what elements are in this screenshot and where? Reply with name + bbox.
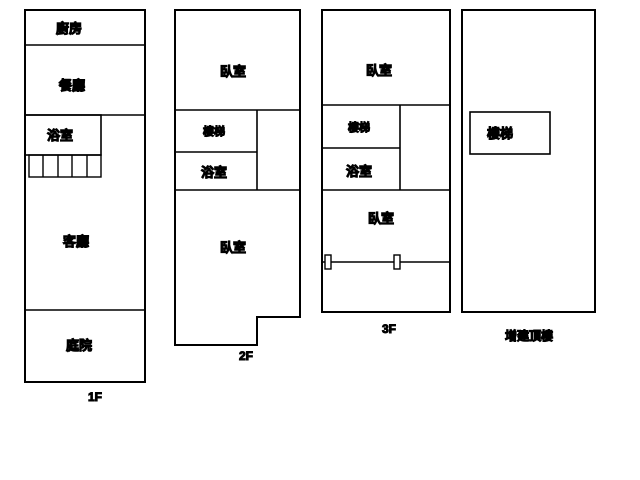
floor-label-2f: 2F	[239, 349, 253, 363]
balcony-post-right	[393, 254, 401, 270]
room-label-dining: 餐廳	[58, 78, 85, 93]
room-label-bedroom-bottom-2f: 臥室	[220, 240, 246, 255]
floor-2-plan: 臥室 樓梯 浴室 臥室 2F	[174, 9, 301, 364]
floor-label-rooftop: 增建頂樓	[505, 328, 553, 343]
floor-label-3f: 3F	[382, 322, 396, 336]
balcony-post-left	[324, 254, 332, 270]
room-label-yard: 庭院	[66, 338, 92, 353]
floor-1-stairs-outline	[28, 154, 102, 178]
room-label-stairs-2f: 樓梯	[203, 124, 225, 138]
floor-1-plan: 廚房 餐廳 浴室 客廳 庭院 1F	[24, 9, 146, 405]
floor-3-outline	[321, 9, 451, 313]
room-label-kitchen: 廚房	[56, 21, 82, 36]
rooftop-plan: 樓梯 增建頂樓	[461, 9, 596, 344]
room-label-bath-2f: 浴室	[201, 165, 227, 180]
floor-3-plan: 臥室 樓梯 浴室 臥室 3F	[321, 9, 451, 337]
room-label-bedroom-top-2f: 臥室	[220, 64, 246, 79]
room-label-bedroom-top-3f: 臥室	[366, 63, 392, 78]
room-label-bedroom-mid-3f: 臥室	[368, 211, 394, 226]
room-label-stairs-3f: 樓梯	[348, 120, 370, 134]
floor-1-outline	[24, 9, 146, 383]
room-label-bath-1f: 浴室	[47, 128, 73, 143]
room-label-stairs-roof: 樓梯	[487, 126, 513, 141]
room-label-bath-3f: 浴室	[346, 164, 372, 179]
rooftop-stairs-outline	[469, 111, 551, 155]
floor-label-1f: 1F	[88, 390, 102, 404]
floor-2-outline	[174, 9, 301, 346]
room-label-living: 客廳	[63, 234, 89, 249]
rooftop-outline	[461, 9, 596, 313]
